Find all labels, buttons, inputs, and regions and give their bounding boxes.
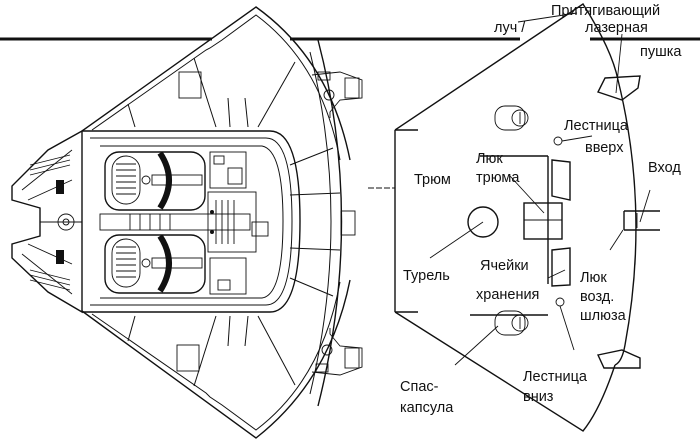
label-airlock: Люк <box>580 270 607 286</box>
deck-upper-edge <box>394 3 619 131</box>
deck-plan <box>394 3 660 432</box>
label-hold-hatch: Люк <box>476 151 503 167</box>
hull-outline <box>82 130 301 313</box>
lower-wing-outline <box>81 279 351 439</box>
label-ladder-up-2: вверх <box>585 140 624 156</box>
deck-lower-edge <box>394 311 616 432</box>
ship-exterior-view <box>11 6 363 439</box>
label-turret: Турель <box>403 268 450 284</box>
label-tractor-beam: Притягивающий <box>551 3 661 19</box>
label-ladder-down: Лестница <box>523 369 587 385</box>
label-airlock-2: возд. <box>580 289 615 305</box>
engine-section <box>11 129 83 314</box>
wing-panel-lower <box>176 344 200 372</box>
label-tractor-beam-2: луч / <box>494 20 526 36</box>
upper-wing-outline <box>81 6 351 161</box>
ladder-up-icon <box>553 136 563 146</box>
upper-gun-mount <box>311 71 363 118</box>
label-escape-pod-2: капсула <box>400 400 454 416</box>
label-ladder-up: Лестница <box>564 118 628 134</box>
label-cannon: пушка <box>640 44 682 60</box>
label-ladder-down-2: вниз <box>523 389 554 405</box>
label-hold: Трюм <box>414 172 451 188</box>
entrance-ramp <box>623 210 660 231</box>
lower-cabin <box>104 234 247 295</box>
storage-cell-upper <box>551 159 571 201</box>
storage-cell-lower <box>551 247 571 287</box>
deck-right-arc <box>614 79 637 366</box>
side-port <box>340 210 356 236</box>
wing-panel-upper <box>178 71 202 99</box>
escape-pod-upper-icon <box>494 105 529 131</box>
label-entrance: Вход <box>648 160 681 176</box>
leader-lines <box>429 12 651 366</box>
label-laser: лазерная <box>585 20 648 36</box>
laser-cannon-lower <box>596 349 641 369</box>
central-corridor <box>99 191 269 253</box>
upper-cabin <box>104 151 247 211</box>
hatch-wheel <box>57 213 75 231</box>
laser-cannon-upper <box>597 75 641 101</box>
label-storage: Ячейки <box>480 258 529 274</box>
escape-pod-lower-icon <box>494 310 529 336</box>
ladder-down-icon <box>555 297 565 307</box>
hold-hatch <box>523 202 563 240</box>
label-storage-2: хранения <box>476 287 540 303</box>
label-escape-pod: Спас- <box>400 379 439 395</box>
label-hold-hatch-2: трюма <box>476 170 520 186</box>
turret-circle <box>467 206 499 238</box>
label-airlock-3: шлюза <box>580 308 626 324</box>
lower-gun-mount <box>311 328 363 376</box>
